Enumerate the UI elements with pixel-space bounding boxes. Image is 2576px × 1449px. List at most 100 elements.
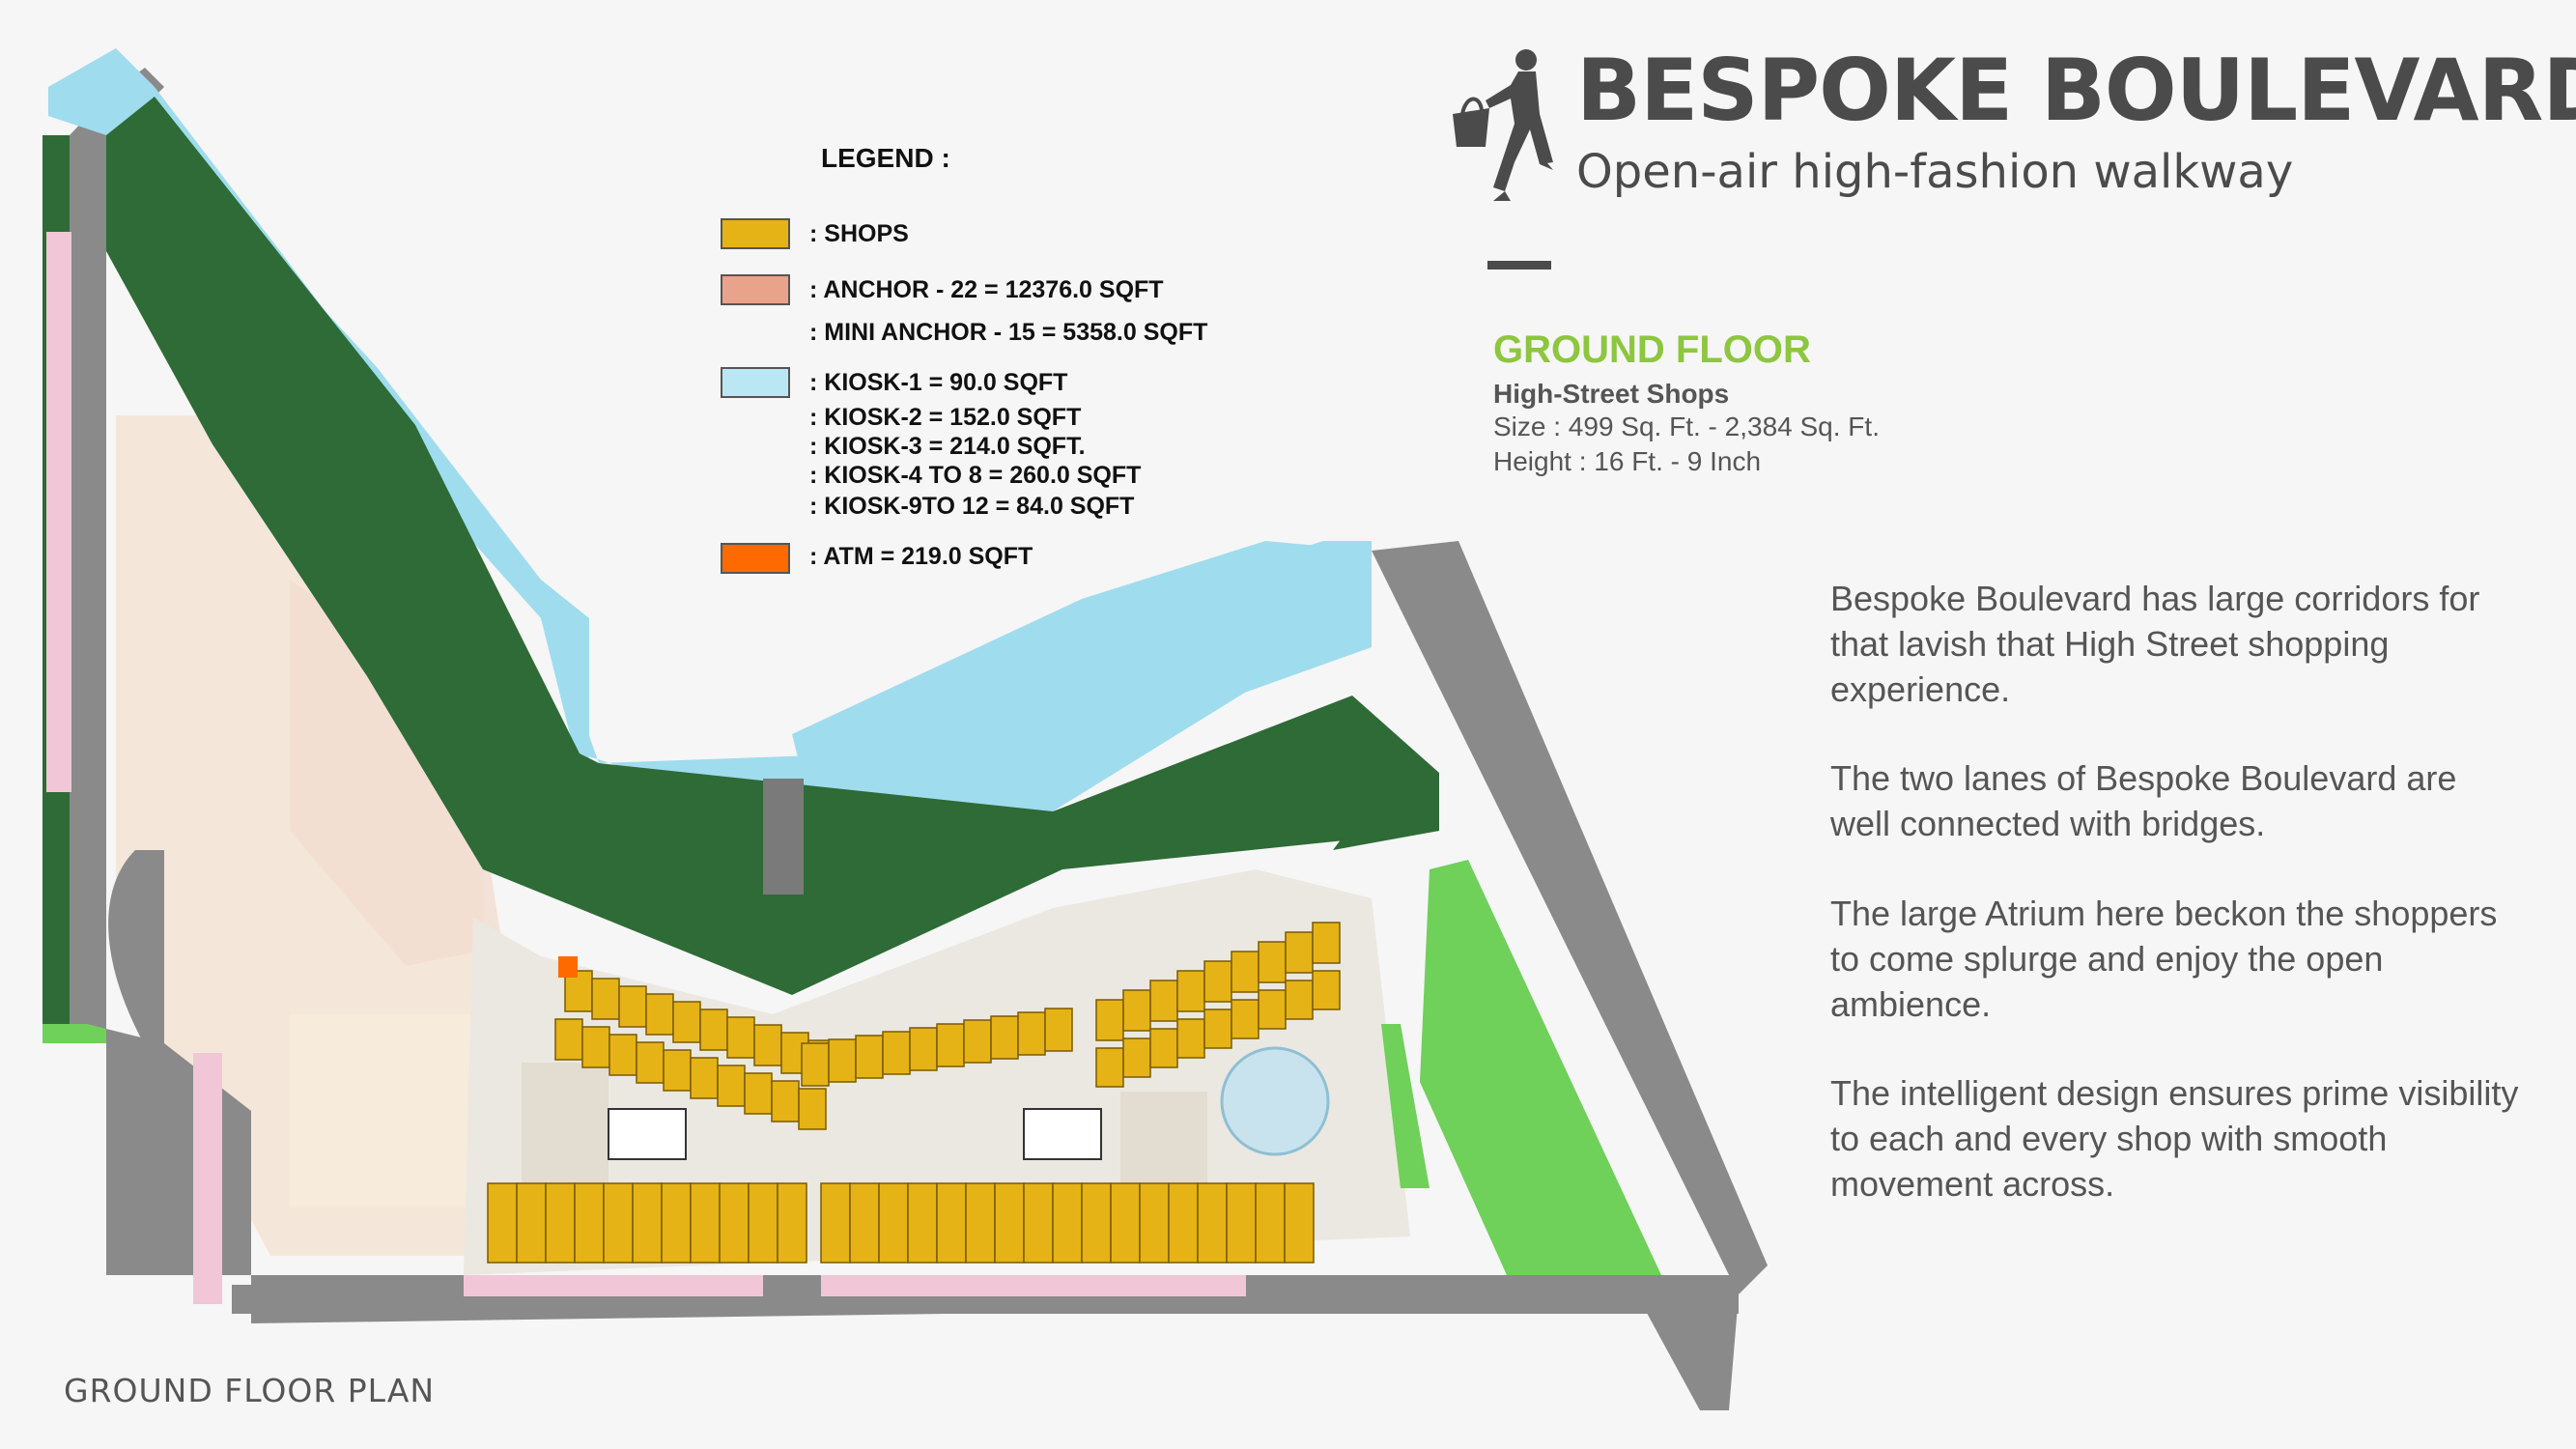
plan-caption: GROUND FLOOR PLAN xyxy=(64,1372,436,1409)
shop-unit xyxy=(798,1088,827,1130)
shop-unit xyxy=(636,1041,665,1084)
floor-height: Height : 16 Ft. - 9 Inch xyxy=(1493,446,1762,476)
shop-unit xyxy=(632,1182,663,1264)
description-paragraph: The two lanes of Bespoke Boulevard are w… xyxy=(1830,758,2457,843)
shop-unit xyxy=(907,1182,938,1264)
shop-unit xyxy=(753,1024,782,1066)
floor-subheading: High-Street Shops xyxy=(1493,379,1730,409)
shop-unit xyxy=(771,1080,800,1122)
shop-unit xyxy=(1255,1182,1286,1264)
shop-unit xyxy=(1203,960,1232,1003)
shop-unit xyxy=(581,1026,610,1068)
right-road xyxy=(1372,541,1768,1294)
shop-unit xyxy=(1149,980,1178,1022)
shop-unit xyxy=(936,1023,965,1067)
shop-unit xyxy=(1231,999,1260,1039)
shop-unit xyxy=(1285,931,1314,974)
shop-unit xyxy=(574,1182,605,1264)
shop-unit xyxy=(1258,941,1287,983)
car-parking-strip xyxy=(464,1275,763,1296)
shop-unit xyxy=(801,1042,830,1087)
shop-unit xyxy=(1231,951,1260,993)
kiosk-area xyxy=(1120,1092,1207,1198)
shop-unit xyxy=(1081,1182,1112,1264)
legend-atm-label: : ATM = 219.0 SQFT xyxy=(809,543,1033,570)
legend-anchor-swatch xyxy=(721,274,790,305)
shop-unit xyxy=(1044,1008,1073,1052)
shop-unit xyxy=(1023,1182,1054,1264)
shop-unit xyxy=(1110,1182,1141,1264)
shop-unit xyxy=(909,1027,938,1071)
shop-unit xyxy=(878,1182,909,1264)
legend-shops-swatch xyxy=(721,218,790,249)
shop-unit xyxy=(1312,922,1341,964)
shop-unit xyxy=(936,1182,967,1264)
shop-units xyxy=(487,922,1341,1264)
shop-unit xyxy=(965,1182,996,1264)
atrium xyxy=(1220,1046,1330,1156)
legend-kiosk9-label: : KIOSK-9TO 12 = 84.0 SQFT xyxy=(809,493,1135,520)
legend-shops-label: : SHOPS xyxy=(809,220,909,247)
shop-unit xyxy=(545,1182,576,1264)
shop-unit xyxy=(663,1049,692,1092)
description-paragraph: The intelligent design ensures prime vis… xyxy=(1830,1073,2519,1204)
ground-floor-plan xyxy=(42,48,1768,1410)
brand-subtitle: Open-air high-fashion walkway xyxy=(1576,145,2294,199)
legend-kiosk1-label: : KIOSK-1 = 90.0 SQFT xyxy=(809,369,1068,396)
left-curved-road xyxy=(108,850,164,1063)
shop-unit xyxy=(699,1009,728,1051)
shop-unit xyxy=(516,1182,547,1264)
atm-unit xyxy=(558,956,578,978)
green-belt xyxy=(106,97,1439,995)
shop-unit xyxy=(1095,999,1124,1041)
small-lawn xyxy=(1381,1024,1430,1188)
shop-unit xyxy=(719,1182,750,1264)
shop-unit xyxy=(1149,1028,1178,1068)
shop-unit xyxy=(855,1035,884,1079)
shop-unit xyxy=(1168,1182,1199,1264)
legend-mini-anchor-label: : MINI ANCHOR - 15 = 5358.0 SQFT xyxy=(809,319,1208,346)
shop-unit xyxy=(744,1072,773,1115)
main-road xyxy=(70,97,1739,1410)
shop-unit xyxy=(690,1182,721,1264)
shop-unit xyxy=(690,1057,719,1099)
kiosk-area xyxy=(608,1108,687,1160)
shopper-logo-icon xyxy=(1453,49,1553,201)
shop-unit xyxy=(1176,970,1205,1012)
shop-unit xyxy=(672,1001,701,1043)
legend-title: LEGEND : xyxy=(821,143,950,173)
bridge-pier xyxy=(763,779,804,895)
shop-unit xyxy=(994,1182,1025,1264)
car-parking-strip xyxy=(821,1275,1246,1296)
description-paragraph: Bespoke Boulevard has large corridors fo… xyxy=(1830,579,2480,709)
legend-kiosk2-label: : KIOSK-2 = 152.0 SQFT xyxy=(809,404,1082,431)
shop-unit xyxy=(661,1182,692,1264)
water-body-main xyxy=(97,87,1372,840)
shop-unit xyxy=(487,1182,518,1264)
brand-title: BESPOKE BOULEVARD xyxy=(1576,41,2576,140)
description-paragraph: The large Atrium here beckon the shopper… xyxy=(1830,894,2498,1024)
shop-unit xyxy=(1197,1182,1228,1264)
legend-anchor-label: : ANCHOR - 22 = 12376.0 SQFT xyxy=(809,276,1164,303)
shop-unit xyxy=(849,1182,880,1264)
legend-kiosk4-label: : KIOSK-4 TO 8 = 260.0 SQFT xyxy=(809,462,1142,489)
shop-unit xyxy=(726,1016,755,1059)
shop-unit xyxy=(882,1031,911,1075)
car-parking-strip xyxy=(193,1053,222,1304)
green-edge-lawn xyxy=(42,1024,106,1043)
shop-unit xyxy=(603,1182,634,1264)
legend-atm-swatch xyxy=(721,543,790,574)
shop-unit xyxy=(618,985,647,1028)
shop-unit xyxy=(1017,1011,1046,1056)
right-lawn xyxy=(1420,860,1661,1275)
shop-unit xyxy=(609,1034,637,1076)
shop-unit xyxy=(554,1018,583,1061)
legend-kiosk3-label: : KIOSK-3 = 214.0 SQFT. xyxy=(809,433,1086,460)
legend-kiosk-swatch xyxy=(721,367,790,398)
shop-unit xyxy=(1312,970,1341,1010)
shop-unit xyxy=(1139,1182,1170,1264)
shop-unit xyxy=(1203,1009,1232,1049)
shop-unit xyxy=(591,978,620,1020)
car-parking-strip xyxy=(46,232,71,792)
shop-unit xyxy=(820,1182,851,1264)
